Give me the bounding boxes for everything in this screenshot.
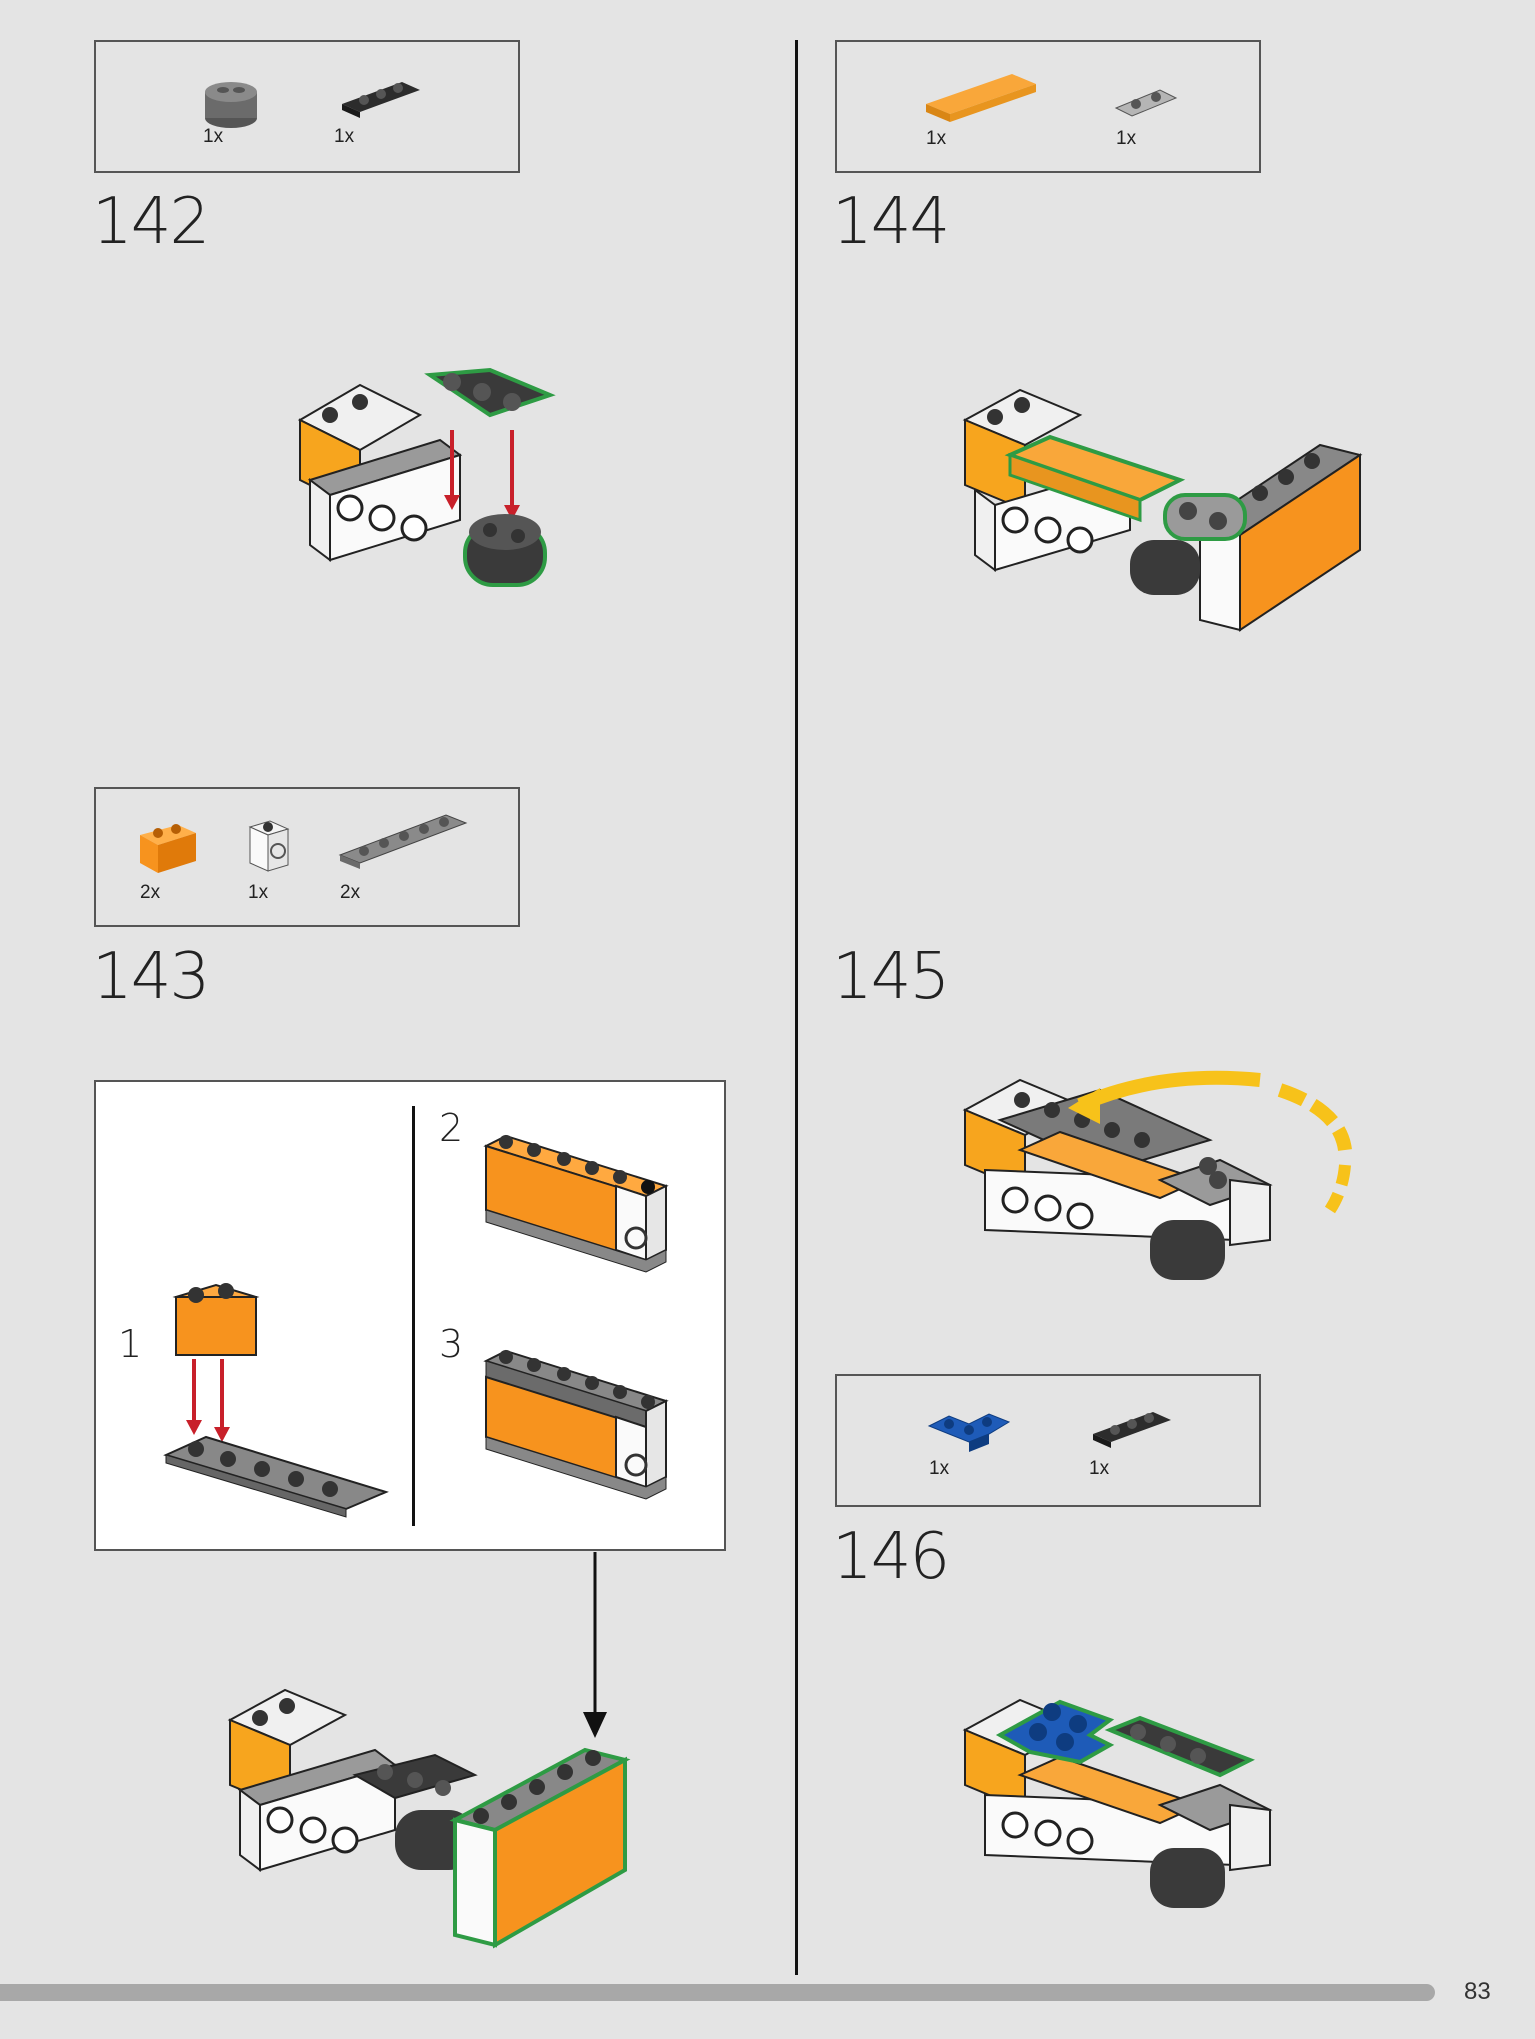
progress-bar: [0, 1984, 1435, 2001]
part-grey-plate-icon: [338, 814, 468, 869]
qty-label: 1x: [248, 882, 269, 903]
part-orange-tile-icon: [926, 74, 1036, 122]
substep-3-illustration: [483, 1349, 669, 1500]
step-number-144: 144: [832, 185, 950, 259]
substep-callout-143: 1 2 3: [94, 1080, 726, 1551]
parts-box-144: 1x 1x: [835, 40, 1261, 173]
build-illustration-145: [962, 1070, 1352, 1280]
substep-2-illustration: [483, 1134, 669, 1273]
qty-label: 1x: [334, 126, 355, 147]
substep-number-1: 1: [118, 1322, 143, 1366]
step-number-142: 142: [92, 185, 210, 259]
build-illustration-144: [962, 388, 1363, 632]
parts-box-142: 1x 1x: [94, 40, 520, 173]
part-black-plate-icon: [342, 82, 420, 118]
parts-box-143: 2x 1x 2x: [94, 787, 520, 927]
qty-label: 1x: [1089, 1458, 1110, 1479]
column-divider: [795, 40, 798, 1975]
parts-box-146: 1x 1x: [835, 1374, 1261, 1507]
step-number-146: 146: [832, 1520, 950, 1594]
qty-label: 2x: [340, 882, 361, 903]
qty-label: 2x: [140, 882, 161, 903]
qty-label: 1x: [203, 126, 224, 147]
step-number-145: 145: [832, 940, 950, 1014]
build-illustration-142: [297, 367, 556, 587]
callout-arrow: [583, 1552, 607, 1738]
step-number-143: 143: [92, 940, 210, 1014]
part-black-plate-icon: [1093, 1412, 1171, 1448]
part-white-clip-brick-icon: [248, 820, 290, 872]
qty-label: 1x: [929, 1458, 950, 1479]
part-orange-brick-icon: [140, 824, 196, 873]
part-blue-corner-plate-icon: [927, 1413, 1011, 1452]
qty-label: 1x: [1116, 128, 1137, 149]
callout-divider: [412, 1106, 415, 1526]
build-illustration-146: [962, 1698, 1273, 1908]
substep-number-2: 2: [439, 1106, 464, 1150]
part-light-grey-plate-icon: [1114, 89, 1178, 117]
build-illustration-143: [227, 1688, 631, 1949]
part-grey-round-stack-icon: [205, 82, 257, 128]
substep-number-3: 3: [439, 1322, 464, 1366]
substep-1-illustration: [163, 1283, 389, 1518]
qty-label: 1x: [926, 128, 947, 149]
page-number: 83: [1464, 1978, 1491, 2005]
